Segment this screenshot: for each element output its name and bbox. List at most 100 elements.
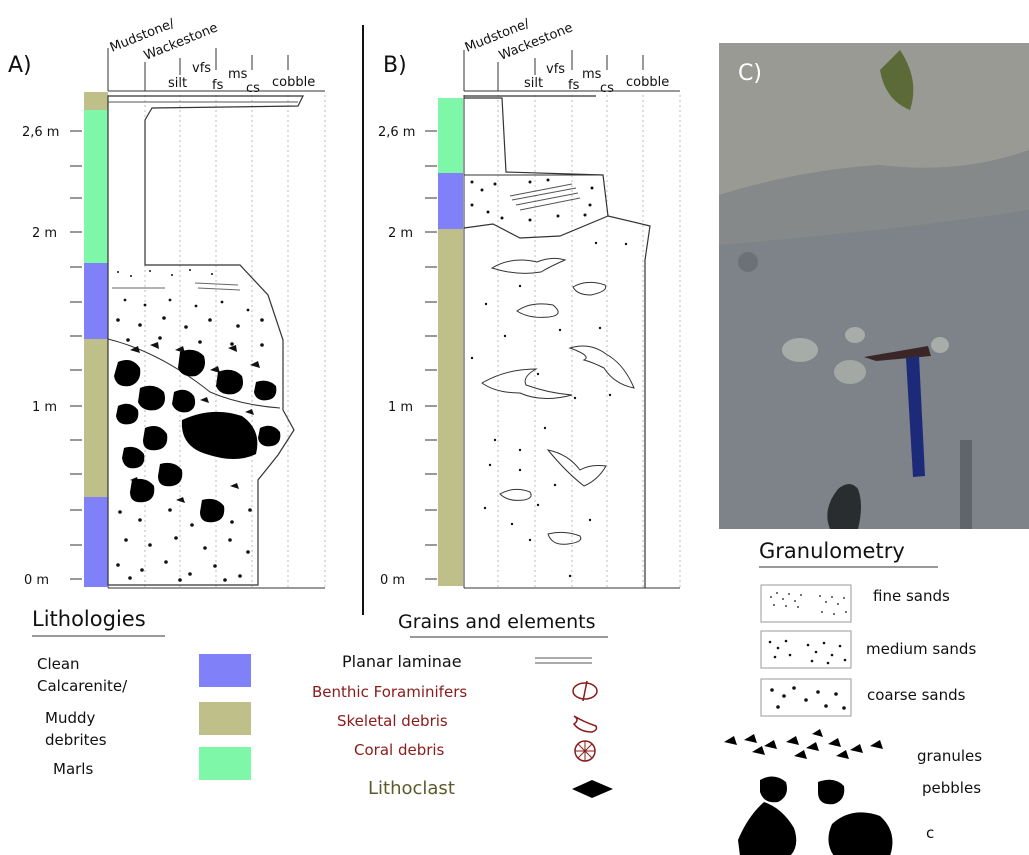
header-silt: silt: [168, 76, 187, 91]
photo-clast-1: [782, 338, 818, 362]
photo-vegetation: [880, 50, 914, 110]
photo-upper-bed: [719, 43, 1029, 195]
header-fs: fs: [212, 78, 224, 93]
grid-a: [144, 95, 326, 588]
photo-clast-3: [845, 327, 865, 343]
fine-sands-dots: [770, 592, 847, 615]
benthic-foraminifera-icon: [572, 680, 598, 702]
grain-scale-header-b: Mudstone/ Wackestone silt vfs fs ms cs c…: [463, 16, 680, 96]
grains-title: Grains and elements: [398, 611, 595, 633]
cross-lamina-b: [509, 183, 581, 211]
depth-label-b-26: 2,6 m: [378, 125, 415, 140]
panel-c-photo: C): [719, 43, 1029, 529]
coral-debris-icon: [574, 740, 596, 762]
medium-sands-label: medium sands: [866, 640, 976, 658]
fine-sands-swatch: [760, 584, 852, 623]
pebble-symbol-1: [760, 776, 787, 803]
litho-bar-a-muddy-top: [84, 92, 108, 110]
pebbles-a: [114, 349, 281, 523]
lithology-clean-line1: Clean: [37, 655, 80, 673]
header-vfs: vfs: [192, 61, 211, 76]
lithology-muddy-line2: debrites: [45, 731, 107, 749]
grain-planar-label: Planar laminae: [342, 652, 462, 671]
swatch-muddy-debrites: [199, 702, 251, 735]
depth-label-b-0: 0 m: [380, 573, 405, 588]
lithology-muddy-line1: Muddy: [45, 709, 95, 727]
grain-lithoclast-label: Lithoclast: [368, 778, 455, 799]
litho-bar-a-muddy: [84, 339, 108, 497]
granulometry-legend: Granulometry fine sands medium sands coa…: [724, 539, 982, 855]
grain-coral-label: Coral debris: [354, 741, 445, 759]
medium-sands-swatch: [760, 630, 852, 669]
depth-label-a-26: 2,6 m: [22, 125, 59, 140]
column-profile-b: [463, 95, 651, 588]
depth-ticks-b: [425, 130, 437, 580]
swatch-clean-calcarenite: [199, 654, 251, 687]
cobble-symbol-2: [828, 812, 893, 855]
grid-b: [497, 95, 681, 588]
litho-bar-a-clean-lower: [84, 497, 108, 587]
grain-scale-header-a: Mudstone/ Wackestone silt vfs fs ms cs c…: [107, 16, 325, 96]
photo-rock-edge: [960, 440, 972, 529]
grains-legend: Grains and elements Planar laminae Benth…: [312, 611, 613, 799]
skeletal-debris-b: [481, 257, 635, 545]
lamina-a-3: [197, 287, 241, 291]
coarse-sands-label: coarse sands: [867, 686, 966, 704]
litho-bar-b-marls: [438, 98, 463, 173]
cobbles-label: c: [926, 824, 934, 842]
header-ms: ms: [228, 67, 248, 82]
photo-clast-2: [834, 360, 866, 384]
header-b-cobble: cobble: [626, 75, 669, 90]
sand-dots-a: [116, 269, 264, 582]
litho-bar-b-clean: [438, 173, 463, 229]
sand-dots-b: [470, 178, 628, 578]
litho-bar-b-muddy: [438, 229, 463, 586]
lithologies-legend: Lithologies Clean Calcarenite/ Muddy deb…: [32, 607, 251, 780]
photo-clast-4: [931, 337, 949, 353]
pebble-symbol-2: [818, 779, 845, 805]
column-profile-a: [107, 95, 304, 586]
skeletal-debris-icon: [572, 715, 598, 733]
granulometry-title: Granulometry: [759, 539, 905, 563]
depth-label-b-1: 1 m: [388, 400, 413, 415]
coarse-sands-dots: [770, 686, 846, 710]
litho-bar-a-clean-upper: [84, 263, 108, 339]
header-cs: cs: [246, 81, 260, 96]
medium-sands-dots: [768, 639, 847, 665]
lithoclast-icon: [572, 780, 613, 798]
depth-label-b-2: 2 m: [388, 226, 413, 241]
depth-ticks-a: [70, 130, 82, 580]
lithologies-title: Lithologies: [32, 607, 146, 631]
swatch-marls: [199, 747, 251, 780]
granules-label: granules: [917, 747, 982, 765]
header-b-cs: cs: [600, 81, 614, 96]
panel-a-label: A): [8, 53, 32, 78]
panel-b-label: B): [383, 53, 407, 78]
header-cobble: cobble: [272, 75, 315, 90]
grain-skeletal-label: Skeletal debris: [337, 712, 448, 730]
depth-label-a-2: 2 m: [32, 226, 57, 241]
panel-c-label: C): [738, 61, 762, 86]
depth-label-a-0: 0 m: [24, 573, 49, 588]
panel-a: A) Mudstone/ Wackestone silt vfs fs ms c…: [8, 16, 326, 589]
lithology-clean-line2: Calcarenite/: [37, 677, 128, 695]
lithology-marls: Marls: [53, 760, 93, 778]
photo-middle-bed: [719, 150, 1029, 245]
granules-symbol: [724, 729, 883, 759]
photo-clast-5: [738, 252, 758, 272]
fine-sands-label: fine sands: [873, 587, 950, 605]
hammer-handle: [906, 356, 925, 477]
photo-shadow: [827, 484, 861, 529]
cobble-symbol-1: [738, 802, 797, 855]
litho-bar-a-marls: [84, 110, 108, 263]
panel-b: B) Mudstone/ Wackestone silt vfs fs ms c…: [378, 16, 681, 589]
pebbles-label: pebbles: [922, 779, 981, 797]
lamina-a-2: [194, 282, 239, 286]
header-b-ms: ms: [582, 67, 602, 82]
header-b-fs: fs: [568, 78, 580, 93]
depth-label-a-1: 1 m: [32, 400, 57, 415]
header-b-vfs: vfs: [546, 62, 565, 77]
header-b-silt: silt: [524, 76, 543, 91]
grain-benthic-label: Benthic Foraminifers: [312, 683, 467, 701]
